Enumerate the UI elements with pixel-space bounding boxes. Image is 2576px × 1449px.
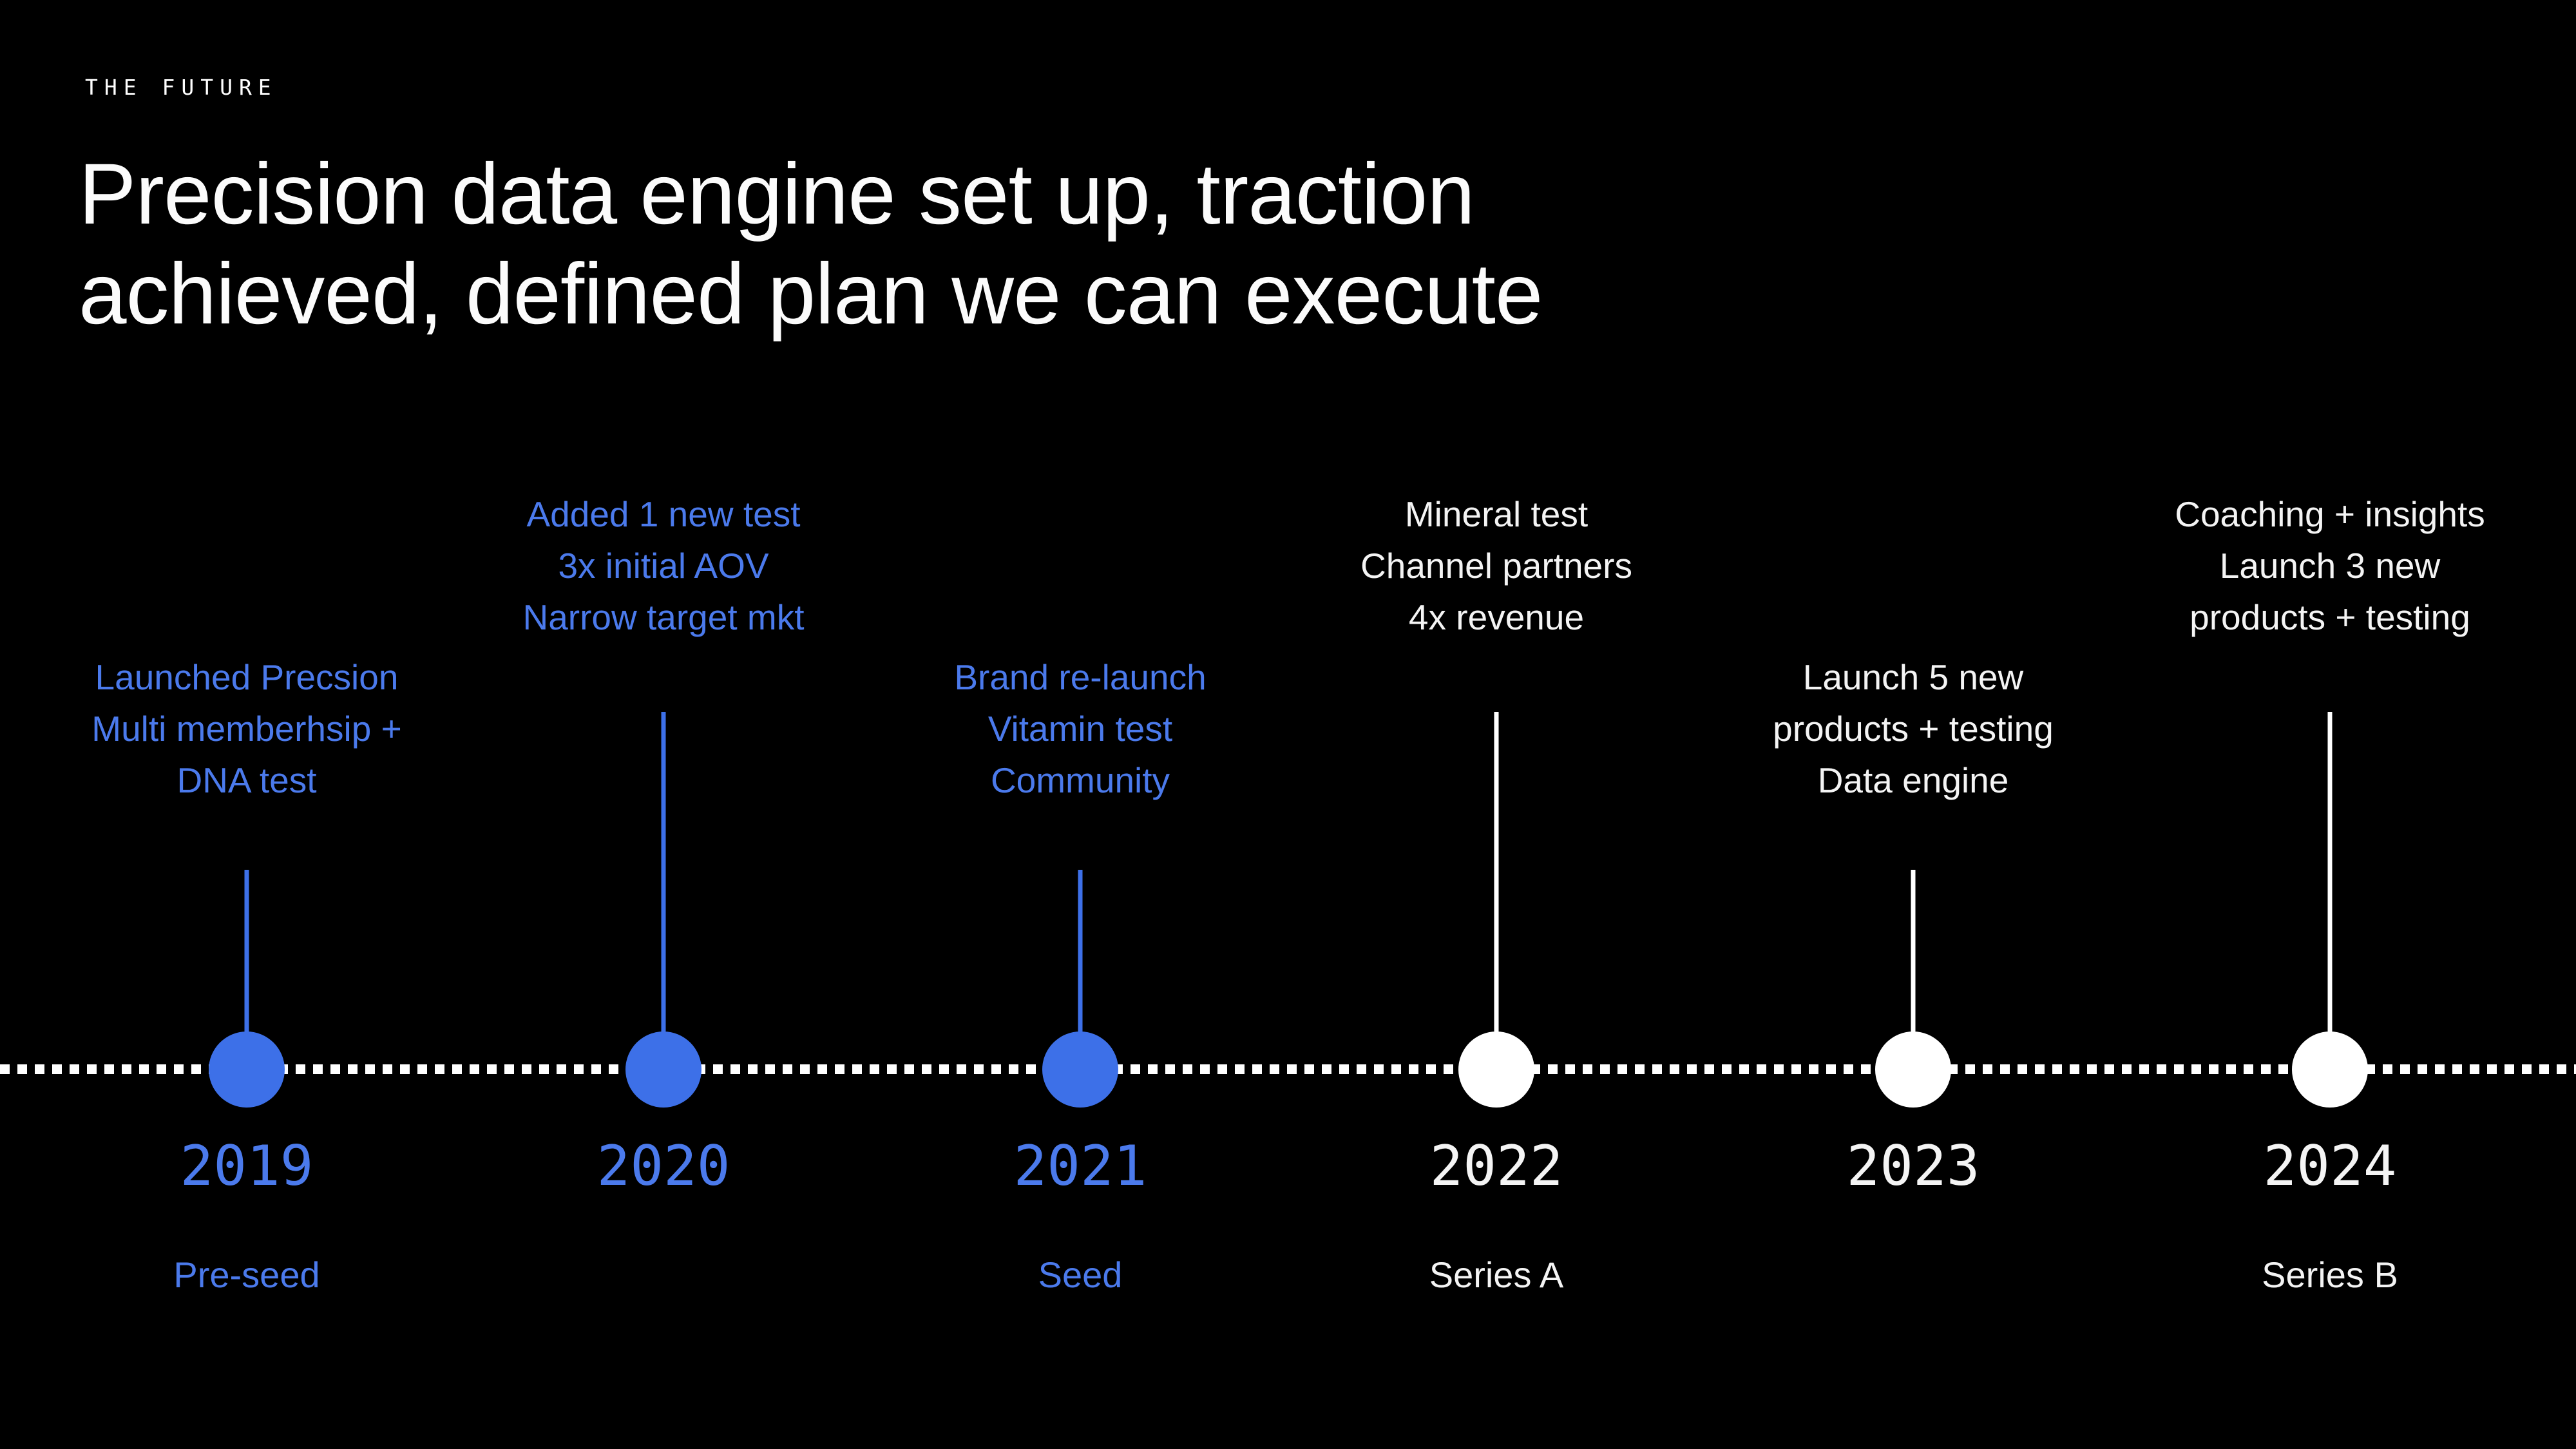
funding-stage-label: Series B [2262,1254,2398,1295]
description-line: Mineral test [1404,494,1589,534]
milestone-dot [2292,1032,2368,1108]
milestone-description: Launched Precsion Multi memberhsip + DNA… [38,651,455,806]
milestone-year: 2019 [180,1134,314,1198]
description-line: Launched Precsion [95,657,399,697]
milestone-dot [625,1032,701,1108]
milestone-connector-line [1078,870,1083,1070]
milestone-dot [1875,1032,1951,1108]
description-line: Community [990,760,1170,800]
milestone-connector-line [661,712,666,1070]
milestone-dot [1042,1032,1118,1108]
milestone-description: Added 1 new test 3x initial AOV Narrow t… [455,488,872,643]
milestone-2019: Launched Precsion Multi memberhsip + DNA… [38,0,455,1449]
milestone-year: 2023 [1846,1134,1980,1198]
slide-title: Precision data engine set up, traction a… [79,144,1543,344]
milestone-description: Mineral test Channel partners 4x revenue [1288,488,1705,643]
milestone-2023: Launch 5 new products + testing Data eng… [1704,0,2122,1449]
description-line: products + testing [2190,597,2470,637]
milestone-description: Coaching + insights Launch 3 new product… [2121,488,2539,643]
description-line: Launch 3 new [2219,546,2441,586]
funding-stage-label: Pre-seed [173,1254,320,1295]
milestone-year: 2022 [1429,1134,1563,1198]
description-line: Brand re-launch [954,657,1207,697]
description-line: DNA test [177,760,317,800]
milestone-2020: Added 1 new test 3x initial AOV Narrow t… [455,0,872,1449]
description-line: Multi memberhsip + [91,709,402,749]
description-line: Launch 5 new [1802,657,2024,697]
milestone-description: Brand re-launch Vitamin test Community [872,651,1289,806]
description-line: Data engine [1817,760,2009,800]
milestone-year: 2024 [2263,1134,2397,1198]
milestone-description: Launch 5 new products + testing Data eng… [1704,651,2122,806]
description-line: Added 1 new test [526,494,801,534]
milestone-year: 2020 [596,1134,730,1198]
milestone-dot [1458,1032,1534,1108]
milestone-2021: Brand re-launch Vitamin test Community 2… [872,0,1289,1449]
milestone-year: 2021 [1013,1134,1147,1198]
milestone-2024: Coaching + insights Launch 3 new product… [2121,0,2539,1449]
description-line: Narrow target mkt [522,597,805,637]
description-line: Channel partners [1360,546,1632,586]
milestone-connector-line [2327,712,2333,1070]
description-line: 3x initial AOV [558,546,769,586]
description-line: Coaching + insights [2175,494,2485,534]
slide-title-line-2: achieved, defined plan we can execute [79,246,1543,342]
milestone-connector-line [244,870,249,1070]
funding-stage-label: Series A [1429,1254,1564,1295]
milestone-dot [209,1032,285,1108]
description-line: 4x revenue [1408,597,1585,637]
milestone-2022: Mineral test Channel partners 4x revenue… [1288,0,1705,1449]
description-line: Vitamin test [987,709,1173,749]
milestone-connector-line [1911,870,1916,1070]
funding-stage-label: Seed [1038,1254,1123,1295]
slide-title-line-1: Precision data engine set up, traction [79,146,1475,242]
milestone-connector-line [1494,712,1499,1070]
eyebrow-label: THE FUTURE [85,75,278,100]
description-line: products + testing [1773,709,2054,749]
